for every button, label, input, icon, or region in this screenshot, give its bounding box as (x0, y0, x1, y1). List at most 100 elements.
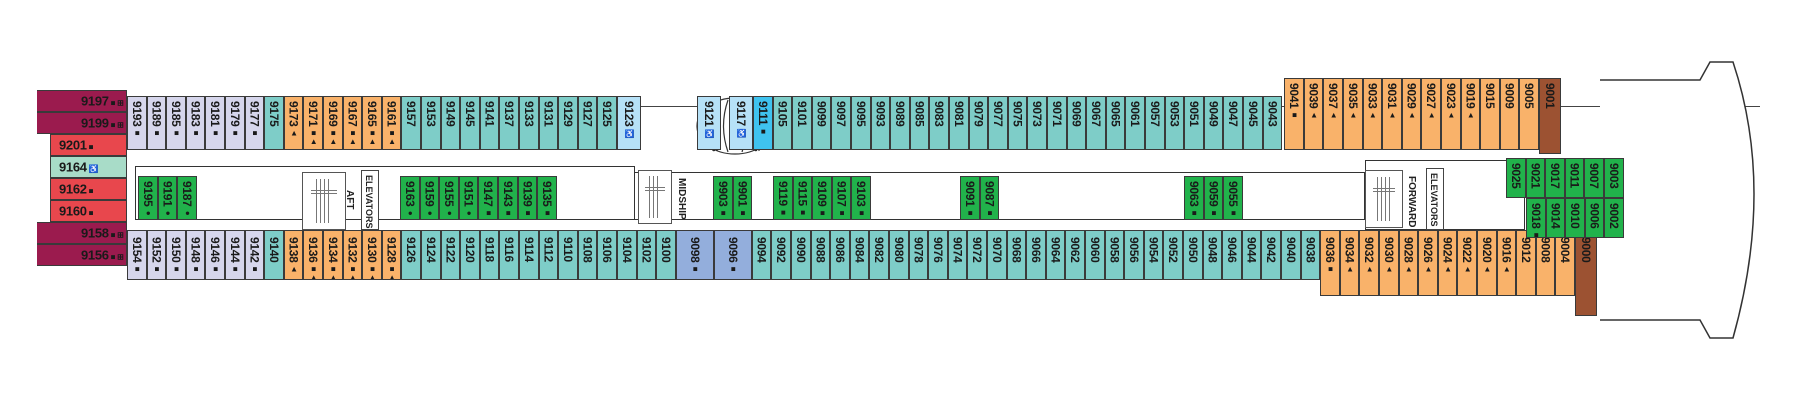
cabin-9000[interactable]: 9000 (1575, 230, 1597, 316)
cabin-9183[interactable]: 9183 ■ (185, 96, 206, 150)
cabin-9048[interactable]: 9048 (1202, 230, 1223, 280)
cabin-9129[interactable]: 9129 (558, 96, 578, 150)
cabin-9036[interactable]: 9036 ■ (1320, 230, 1340, 296)
cabin-9064[interactable]: 9064 (1045, 230, 1066, 280)
cabin-9061[interactable]: 9061 (1125, 96, 1145, 150)
cabin-9167[interactable]: 9167 ■▲ (342, 96, 363, 150)
cabin-9026[interactable]: 9026 ▲ (1418, 230, 1438, 296)
cabin-9074[interactable]: 9074 (947, 230, 968, 280)
cabin-9181[interactable]: 9181 ■ (205, 96, 225, 150)
cabin-9187[interactable]: 9187 ● (177, 176, 197, 220)
cabin-9055[interactable]: 9055 ■ (1223, 176, 1243, 220)
cabin-9130[interactable]: 9130 ■▲ (362, 230, 382, 280)
cabin-9155[interactable]: 9155 ● (439, 176, 459, 220)
cabin-9110[interactable]: 9110 (558, 230, 578, 280)
cabin-9033[interactable]: 9033 ▲ (1362, 78, 1383, 150)
cabin-9105[interactable]: 9105 (772, 96, 793, 150)
cabin-9001[interactable]: 9001 (1539, 78, 1561, 154)
cabin-9073[interactable]: 9073 (1027, 96, 1047, 150)
cabin-9044[interactable]: 9044 (1241, 230, 1262, 280)
cabin-9037[interactable]: 9037 ▲ (1323, 78, 1343, 150)
cabin-9062[interactable]: 9062 (1065, 230, 1085, 280)
cabin-9025[interactable]: 9025 (1506, 158, 1526, 198)
cabin-9115[interactable]: 9115 ■● (792, 176, 813, 220)
cabin-9164[interactable]: 9164 ♿ (50, 156, 127, 178)
cabin-9042[interactable]: 9042 (1261, 230, 1281, 280)
cabin-9152[interactable]: 9152 ■ (146, 230, 167, 280)
cabin-9011[interactable]: 9011 (1564, 158, 1585, 198)
cabin-9154[interactable]: 9154 ■ (127, 230, 147, 280)
cabin-9022[interactable]: 9022 ▲ (1457, 230, 1477, 296)
cabin-9159[interactable]: 9159 ● (419, 176, 440, 220)
cabin-9024[interactable]: 9024 ▲ (1437, 230, 1458, 296)
cabin-9006[interactable]: 9006 (1584, 198, 1605, 238)
cabin-9171[interactable]: 9171 ■▲ (303, 96, 323, 150)
cabin-9016[interactable]: 9016 ▲ (1496, 230, 1517, 296)
cabin-9032[interactable]: 9032 ▲ (1359, 230, 1379, 296)
cabin-9189[interactable]: 9189 ■ (146, 96, 167, 150)
cabin-9177[interactable]: 9177 ■ (244, 96, 265, 150)
cabin-9056[interactable]: 9056 (1124, 230, 1144, 280)
cabin-9021[interactable]: 9021 (1525, 158, 1546, 198)
cabin-9054[interactable]: 9054 (1143, 230, 1164, 280)
cabin-9132[interactable]: 9132 ■▲ (342, 230, 363, 280)
cabin-9098[interactable]: 9098 ■ (675, 230, 714, 280)
cabin-9901[interactable]: 9901 ■ (732, 176, 753, 220)
cabin-9080[interactable]: 9080 (889, 230, 909, 280)
cabin-9015[interactable]: 9015 (1480, 78, 1500, 150)
cabin-9102[interactable]: 9102 (636, 230, 657, 280)
cabin-9144[interactable]: 9144 ■ (225, 230, 245, 280)
cabin-9003[interactable]: 9003 (1604, 158, 1624, 198)
cabin-9903[interactable]: 9903 ■ (713, 176, 733, 220)
cabin-9149[interactable]: 9149 (440, 96, 461, 150)
cabin-9100[interactable]: 9100 (656, 230, 676, 280)
cabin-9076[interactable]: 9076 (928, 230, 948, 280)
cabin-9084[interactable]: 9084 (849, 230, 870, 280)
cabin-9122[interactable]: 9122 (440, 230, 461, 280)
cabin-9020[interactable]: 9020 ▲ (1477, 230, 1497, 296)
cabin-9040[interactable]: 9040 (1281, 230, 1301, 280)
cabin-9017[interactable]: 9017 (1545, 158, 1565, 198)
cabin-9138[interactable]: 9138 ▲ (283, 230, 304, 280)
cabin-9137[interactable]: 9137 (499, 96, 519, 150)
cabin-9173[interactable]: 9173 ▲ (283, 96, 304, 150)
cabin-9125[interactable]: 9125 (597, 96, 617, 150)
cabin-9039[interactable]: 9039 ▲ (1303, 78, 1324, 150)
cabin-9118[interactable]: 9118 (479, 230, 500, 280)
cabin-9096[interactable]: 9096 ■ (713, 230, 752, 280)
cabin-9146[interactable]: 9146 ■ (205, 230, 225, 280)
cabin-9136[interactable]: 9136 ■▲ (303, 230, 323, 280)
cabin-9063[interactable]: 9063 ■ (1184, 176, 1204, 220)
cabin-9133[interactable]: 9133 (519, 96, 539, 150)
cabin-9165[interactable]: 9165 ■▲ (362, 96, 382, 150)
cabin-9150[interactable]: 9150 ■ (166, 230, 186, 280)
cabin-9193[interactable]: 9193 ■ (127, 96, 147, 150)
cabin-9069[interactable]: 9069 (1066, 96, 1087, 150)
cabin-9143[interactable]: 9143 ■ (498, 176, 518, 220)
cabin-9043[interactable]: 9043 (1262, 96, 1283, 150)
cabin-9005[interactable]: 9005 (1519, 78, 1539, 150)
cabin-9094[interactable]: 9094 (751, 230, 772, 280)
cabin-9140[interactable]: 9140 (264, 230, 284, 280)
cabin-9114[interactable]: 9114 (519, 230, 539, 280)
cabin-9099[interactable]: 9099 (811, 96, 832, 150)
cabin-9163[interactable]: 9163 ● (400, 176, 420, 220)
cabin-9071[interactable]: 9071 (1047, 96, 1067, 150)
cabin-9067[interactable]: 9067 (1086, 96, 1106, 150)
cabin-9089[interactable]: 9089 (890, 96, 910, 150)
cabin-9029[interactable]: 9029 ▲ (1401, 78, 1422, 150)
cabin-9139[interactable]: 9139 ■ (517, 176, 538, 220)
cabin-9057[interactable]: 9057 (1145, 96, 1165, 150)
cabin-9121[interactable]: 9121 ♿ (697, 96, 721, 150)
cabin-9151[interactable]: 9151 ● (458, 176, 479, 220)
cabin-9119[interactable]: 9119 ■● (773, 176, 793, 220)
cabin-9197[interactable]: 9197 ■ ⊞ (37, 90, 127, 112)
cabin-9058[interactable]: 9058 (1104, 230, 1125, 280)
cabin-9127[interactable]: 9127 (577, 96, 598, 150)
cabin-9169[interactable]: 9169 ■▲ (323, 96, 343, 150)
cabin-9104[interactable]: 9104 (617, 230, 637, 280)
cabin-9195[interactable]: 9195 ● (138, 176, 158, 220)
cabin-9147[interactable]: 9147 ■ (478, 176, 498, 220)
cabin-9066[interactable]: 9066 (1026, 230, 1046, 280)
cabin-9052[interactable]: 9052 (1163, 230, 1183, 280)
